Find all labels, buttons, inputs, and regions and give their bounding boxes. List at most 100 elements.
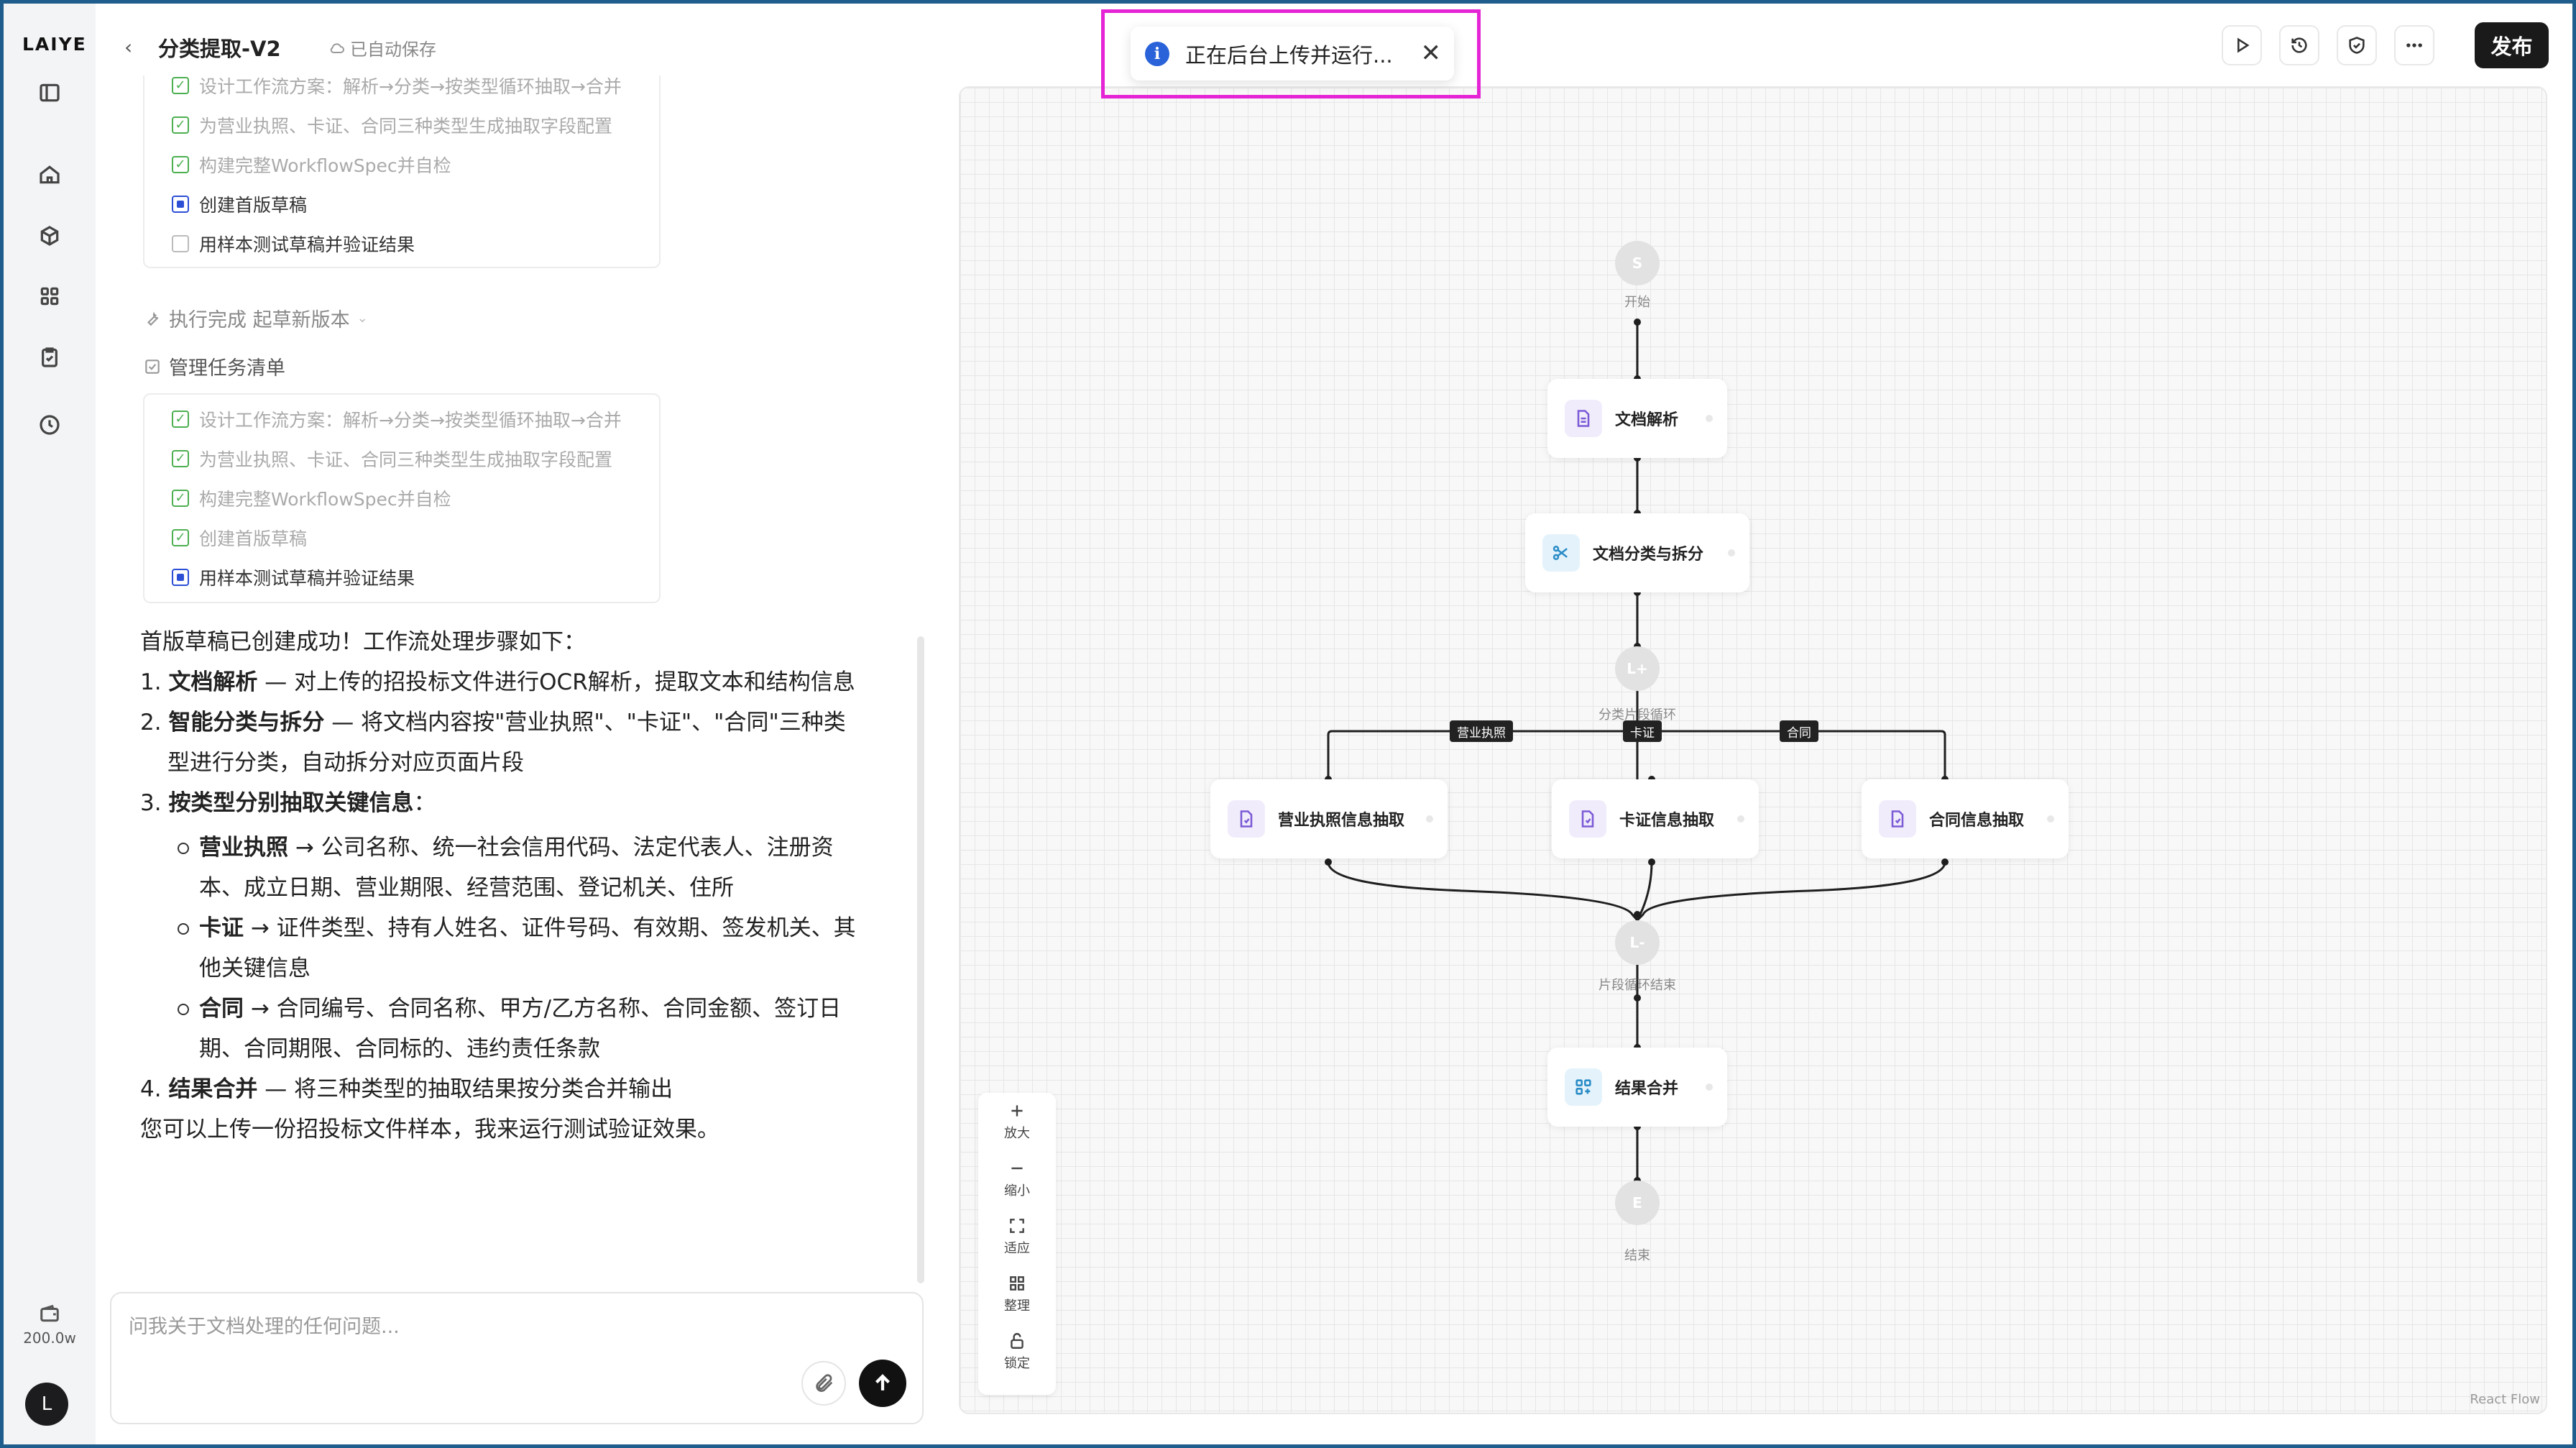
node-label: 文档分类与拆分 bbox=[1593, 546, 1704, 564]
checkbox-checked-icon: ✓ bbox=[172, 116, 189, 134]
credit-amount: 200.0w bbox=[23, 1329, 76, 1347]
task-item: ✓为营业执照、卡证、合同三种类型生成抽取字段配置 bbox=[144, 439, 659, 478]
checkbox-checked-icon: ✓ bbox=[172, 489, 189, 507]
loop-start-node[interactable]: L+ bbox=[1615, 646, 1660, 691]
node-extract-card[interactable]: 卡证信息抽取 bbox=[1552, 779, 1759, 858]
back-button[interactable]: ‹ bbox=[124, 35, 133, 59]
send-button[interactable] bbox=[859, 1360, 906, 1407]
credit-balance[interactable]: 200.0w bbox=[14, 1303, 86, 1347]
task-item: ✓构建完整WorkflowSpec并自检 bbox=[144, 145, 659, 184]
history-button[interactable] bbox=[2279, 25, 2319, 65]
react-flow-attribution[interactable]: React Flow bbox=[2470, 1392, 2540, 1407]
task-list-top: ✓ 设计工作流方案：解析→分类→按类型循环抽取→合并 ✓ 为营业执照、卡证、合同三种… bbox=[143, 75, 661, 268]
node-merge-results[interactable]: 结果合并 bbox=[1547, 1048, 1727, 1127]
workflow-title[interactable]: 分类提取-V2 bbox=[158, 37, 281, 61]
task-item: ✓创建首版草稿 bbox=[144, 518, 659, 557]
sub-item: 合同 → 合同编号、合同名称、甲方/乙方名称、合同金额、签订日期、合同期限、合同… bbox=[140, 989, 866, 1069]
zoom-in-button[interactable]: 放大 bbox=[978, 1093, 1056, 1150]
paperclip-icon bbox=[816, 1374, 833, 1392]
node-extract-license[interactable]: 营业执照信息抽取 bbox=[1210, 779, 1448, 858]
task-item: 创建首版草稿 bbox=[144, 184, 659, 224]
clipboard-check-icon[interactable] bbox=[35, 343, 64, 372]
tool-status-line[interactable]: 执行完成 起草新版本 ⌄ bbox=[143, 304, 368, 332]
lock-button[interactable]: 锁定 bbox=[978, 1323, 1056, 1380]
document-icon bbox=[1565, 400, 1602, 437]
node-label: 合同信息抽取 bbox=[1929, 812, 2025, 830]
end-node-label: 结束 bbox=[1624, 1248, 1650, 1263]
task-label: 用样本测试草稿并验证结果 bbox=[199, 567, 415, 589]
start-node[interactable]: S bbox=[1615, 241, 1660, 285]
play-icon bbox=[2237, 37, 2250, 53]
chat-input-placeholder[interactable]: 问我关于文档处理的任何问题... bbox=[129, 1316, 400, 1338]
edge[interactable] bbox=[1636, 861, 1946, 922]
loop-end-label: 片段循环结束 bbox=[1598, 978, 1676, 993]
merge-grid-icon bbox=[1565, 1068, 1602, 1106]
publish-button[interactable]: 发布 bbox=[2475, 22, 2549, 68]
toast-message: 正在后台上传并运行... bbox=[1185, 42, 1393, 68]
step-item: 1. 文档解析 — 对上传的招投标文件进行OCR解析，提取文本和结构信息 bbox=[140, 669, 855, 695]
history-clock-icon[interactable] bbox=[35, 411, 64, 439]
node-document-parse[interactable]: 文档解析 bbox=[1547, 379, 1727, 458]
attach-button[interactable] bbox=[801, 1361, 846, 1406]
edges-layer bbox=[1325, 319, 1949, 1184]
apps-grid-icon[interactable] bbox=[35, 282, 64, 311]
scissors-icon bbox=[1542, 534, 1580, 572]
task-label: 为营业执照、卡证、合同三种类型生成抽取字段配置 bbox=[199, 115, 613, 137]
checkbox-checked-icon: ✓ bbox=[172, 76, 189, 94]
arrange-button[interactable]: 整理 bbox=[978, 1265, 1056, 1323]
checkbox-current-icon bbox=[172, 195, 189, 213]
edge[interactable] bbox=[1327, 730, 1637, 779]
document-extract-icon bbox=[1569, 800, 1606, 838]
home-icon[interactable] bbox=[35, 160, 64, 189]
chat-scrollbar[interactable] bbox=[917, 636, 924, 1283]
edge[interactable] bbox=[1327, 861, 1639, 921]
zoom-out-button[interactable]: 缩小 bbox=[978, 1150, 1056, 1208]
security-button[interactable] bbox=[2337, 25, 2377, 65]
task-label: 设计工作流方案：解析→分类→按类型循环抽取→合并 bbox=[199, 409, 622, 431]
grid-icon bbox=[1010, 1276, 1024, 1291]
brand-logo: LAIYE bbox=[22, 34, 87, 55]
task-label: 为营业执照、卡证、合同三种类型生成抽取字段配置 bbox=[199, 449, 613, 470]
sidebar-toggle-icon[interactable] bbox=[35, 78, 64, 107]
task-label: 设计工作流方案：解析→分类→按类型循环抽取→合并 bbox=[199, 75, 622, 97]
zoom-controls: 放大 缩小 适应 整理 锁定 bbox=[978, 1093, 1056, 1395]
run-button[interactable] bbox=[2222, 25, 2262, 65]
node-extract-contract[interactable]: 合同信息抽取 bbox=[1862, 779, 2069, 858]
task-item: ✓ 设计工作流方案：解析→分类→按类型循环抽取→合并 bbox=[144, 399, 659, 439]
assistant-message: 首版草稿已创建成功！工作流处理步骤如下： 1. 文档解析 — 对上传的招投标文件… bbox=[140, 622, 866, 1150]
task-label: 用样本测试草稿并验证结果 bbox=[199, 234, 415, 255]
checkbox-checked-icon: ✓ bbox=[172, 410, 189, 428]
toast-close-button[interactable]: ✕ bbox=[1420, 39, 1442, 68]
task-label: 创建首版草稿 bbox=[199, 528, 308, 549]
fit-view-button[interactable]: 适应 bbox=[978, 1208, 1056, 1265]
node-label: 结果合并 bbox=[1615, 1080, 1679, 1098]
wrench-icon bbox=[147, 311, 159, 326]
loop-end-node[interactable]: L- bbox=[1615, 920, 1660, 965]
end-node[interactable]: E bbox=[1615, 1181, 1660, 1225]
user-avatar[interactable]: L bbox=[25, 1383, 68, 1426]
node-classify-split[interactable]: 文档分类与拆分 bbox=[1525, 513, 1749, 592]
unlock-icon bbox=[1011, 1333, 1024, 1349]
task-item: 用样本测试草稿并验证结果 bbox=[144, 224, 659, 263]
sub-item: 营业执照 → 公司名称、统一社会信用代码、法定代表人、注册资本、成立日期、营业期… bbox=[140, 828, 866, 908]
checklist-icon bbox=[145, 359, 160, 374]
node-label: 卡证信息抽取 bbox=[1619, 812, 1715, 830]
left-rail: LAIYE 200.0w L bbox=[4, 4, 96, 1444]
loop-start-label: 分类片段循环 bbox=[1598, 707, 1676, 723]
shield-check-icon bbox=[2349, 37, 2365, 54]
edge-label-license: 营业执照 bbox=[1450, 720, 1513, 742]
minus-icon bbox=[1011, 1167, 1023, 1170]
more-button[interactable] bbox=[2394, 25, 2434, 65]
fit-icon bbox=[1010, 1219, 1024, 1233]
workflow-canvas[interactable]: S 开始 文档解析 文档分类与拆分 L+ 分类片段循环 营业执照 卡证 合同 营… bbox=[959, 86, 2547, 1414]
chat-input-box[interactable]: 问我关于文档处理的任何问题... bbox=[110, 1292, 924, 1424]
checkbox-empty-icon bbox=[172, 234, 189, 252]
task-item: ✓构建完整WorkflowSpec并自检 bbox=[144, 478, 659, 518]
task-item: 用样本测试草稿并验证结果 bbox=[144, 557, 659, 597]
history-icon bbox=[2291, 37, 2307, 53]
checkbox-current-icon bbox=[172, 568, 189, 586]
node-label: 文档解析 bbox=[1615, 411, 1679, 429]
cube-icon[interactable] bbox=[35, 221, 64, 250]
edge[interactable] bbox=[1637, 730, 1946, 779]
message-intro: 首版草稿已创建成功！工作流处理步骤如下： bbox=[140, 629, 586, 655]
